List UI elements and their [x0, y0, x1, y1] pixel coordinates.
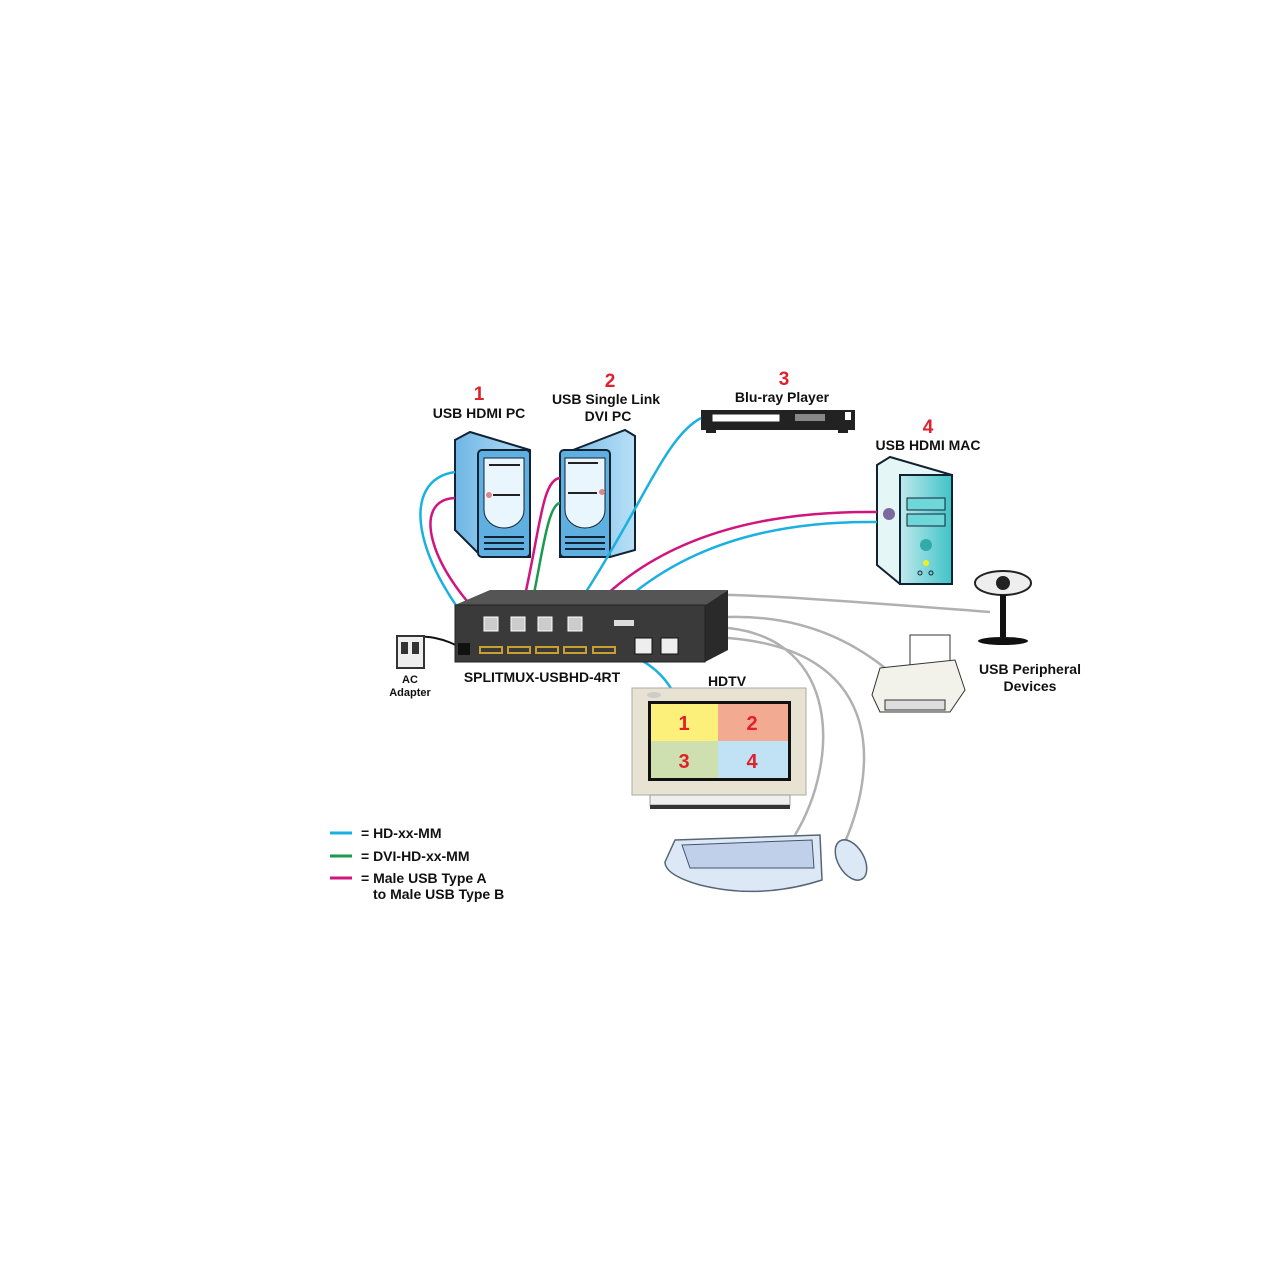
screen-quadrant-4 [718, 741, 788, 778]
mouse-usb-cable [727, 636, 866, 843]
quadrant-3-number: 3 [678, 751, 689, 773]
peripherals-label-line2: Devices [1004, 678, 1057, 694]
printer-icon [871, 634, 966, 713]
device-4-number: 4 [923, 417, 934, 438]
quadrant-4-number: 4 [746, 751, 758, 773]
switch-label: SPLITMUX-USBHD-4RT [464, 669, 621, 685]
device-3-label: Blu-ray Player [735, 389, 830, 405]
quadrant-2-number: 2 [746, 713, 757, 735]
usb-dvi-pc-tower [559, 428, 636, 558]
device-1-label: USB HDMI PC [433, 405, 526, 421]
device-4-label: USB HDMI MAC [876, 437, 981, 453]
keyboard-usb-cable [727, 626, 825, 836]
ac-adapter-icon [396, 635, 425, 669]
quadrant-1-number: 1 [678, 713, 689, 735]
ac-adapter-label-line1: AC [402, 674, 418, 686]
screen-quadrant-2 [718, 704, 788, 741]
device-2-label-line1: USB Single Link [552, 391, 660, 407]
legend: = HD-xx-MM = DVI-HD-xx-MM = Male USB Typ… [330, 825, 504, 902]
keyboard-icon [664, 834, 823, 893]
usb-hdmi-pc-tower [454, 430, 531, 558]
ac-adapter-label-line2: Adapter [389, 687, 431, 699]
screen-quadrant-3 [651, 741, 718, 778]
blu-ray-player [701, 410, 855, 433]
device-3-number: 3 [779, 369, 790, 390]
apple-logo-icon [883, 508, 895, 520]
hdtv-monitor [631, 687, 807, 809]
screen-quadrant-1 [651, 704, 718, 741]
device-2-label-line2: DVI PC [585, 408, 632, 424]
legend-usb-text: = Male USB Type A [361, 870, 487, 886]
usb-hdmi-mac-tower [876, 455, 953, 585]
legend-usb-text-2: to Male USB Type B [373, 886, 504, 902]
legend-hdmi-text: = HD-xx-MM [361, 825, 442, 841]
legend-dvi-text: = DVI-HD-xx-MM [361, 848, 470, 864]
mouse-icon [834, 839, 868, 881]
splitmux-switch [454, 590, 728, 663]
printer-usb-cable [727, 615, 886, 669]
hdtv-label: HDTV [708, 673, 747, 689]
peripherals-label-line1: USB Peripheral [979, 661, 1081, 677]
device-1-number: 1 [474, 384, 485, 405]
webcam-icon [974, 570, 1032, 645]
device-2-number: 2 [605, 371, 616, 392]
